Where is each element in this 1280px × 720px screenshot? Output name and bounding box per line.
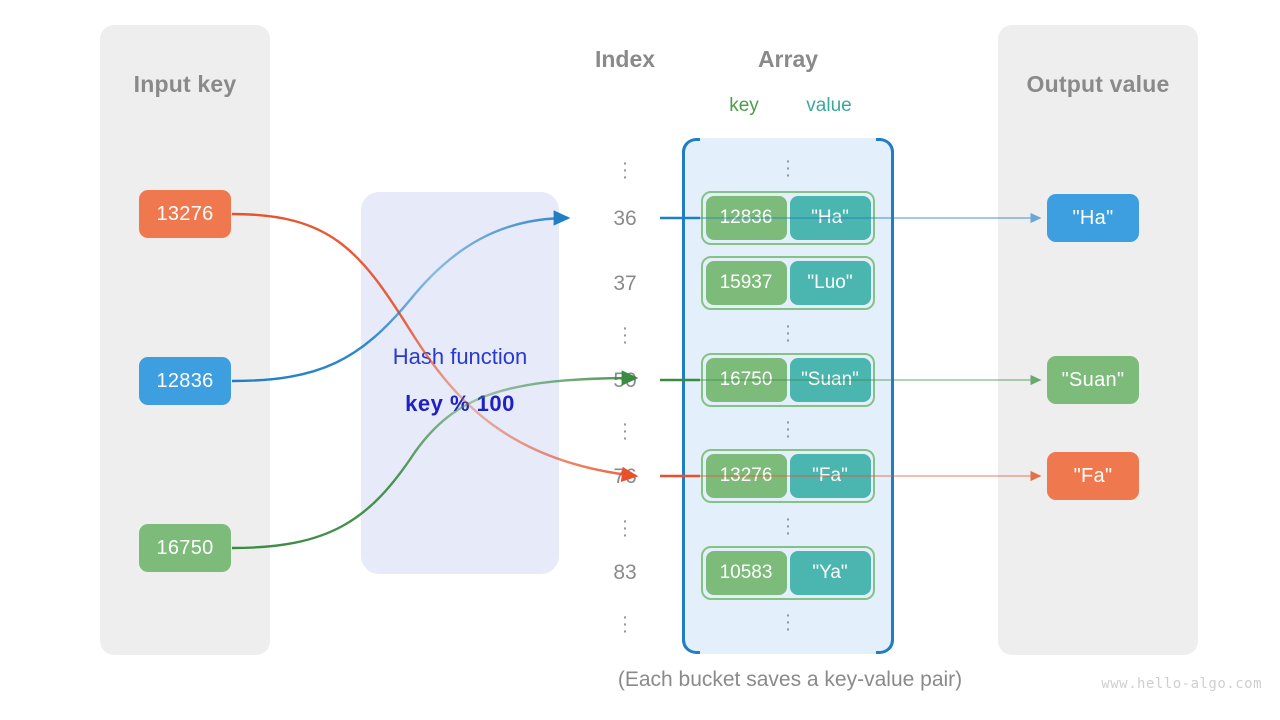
array-column-header: Array [757, 46, 819, 72]
bucket-row[interactable]: 12836 "Ha" [701, 191, 875, 245]
value-sublabel: value [806, 95, 852, 116]
bucket-key: 13276 [705, 454, 787, 498]
dot: · [784, 330, 792, 351]
dot: · [621, 428, 629, 449]
index-ellipsis-2: · · · [596, 415, 654, 449]
dot: · [621, 160, 629, 181]
dot: · [784, 523, 792, 544]
hash-function-label: Hash function [392, 344, 528, 369]
bucket-row[interactable]: 16750 "Suan" [701, 353, 875, 407]
index-label-50: 50 [613, 369, 637, 392]
dot: · [621, 621, 629, 642]
dot: · [621, 607, 629, 628]
dot: · [784, 516, 792, 537]
index-ellipsis-3: · · · [596, 512, 654, 546]
output-value-suan[interactable]: "Suan" [1047, 356, 1139, 404]
dot: · [784, 158, 792, 179]
dot: · [784, 612, 792, 633]
bucket-key: 12836 [705, 196, 787, 240]
key-sublabel: key [729, 95, 759, 116]
index-label-36: 36 [613, 207, 637, 230]
bucket-value: "Ha" [789, 196, 871, 240]
dot: · [621, 332, 629, 353]
hash-function-box [361, 192, 559, 574]
dot: · [621, 525, 629, 546]
input-key-12836[interactable]: 12836 [139, 357, 231, 405]
output-value-fa[interactable]: "Fa" [1047, 452, 1139, 500]
array-ellipsis-2: · · · [701, 412, 875, 447]
dot: · [621, 614, 629, 635]
bucket-row[interactable]: 10583 "Ya" [701, 546, 875, 600]
bucket-key: 10583 [705, 551, 787, 595]
input-key-16750[interactable]: 16750 [139, 524, 231, 572]
bucket-value: "Ya" [789, 551, 871, 595]
input-key-13276[interactable]: 13276 [139, 190, 231, 238]
dot: · [784, 426, 792, 447]
dot: · [784, 323, 792, 344]
output-value-ha[interactable]: "Ha" [1047, 194, 1139, 242]
bucket-key: 16750 [705, 358, 787, 402]
dot: · [621, 167, 629, 188]
dot: · [784, 619, 792, 640]
output-value-panel: Output value [998, 25, 1198, 655]
dot: · [784, 419, 792, 440]
bucket-value: "Luo" [789, 261, 871, 305]
array-ellipsis-1: · · · [701, 316, 875, 351]
bucket-value: "Fa" [789, 454, 871, 498]
dot: · [784, 509, 792, 530]
bucket-value: "Suan" [789, 358, 871, 402]
dot: · [621, 153, 629, 174]
output-panel-title: Output value [1026, 71, 1170, 97]
diagram-caption: (Each bucket saves a key-value pair) [617, 668, 963, 691]
index-label-37: 37 [613, 272, 637, 295]
watermark: www.hello-algo.com [1101, 676, 1262, 692]
index-label-76: 76 [613, 465, 637, 488]
array-ellipsis-3: · · · [701, 509, 875, 544]
array-ellipsis-4: · · · [701, 605, 875, 640]
index-ellipsis-0: · · · [596, 153, 654, 188]
index-label-83: 83 [613, 561, 637, 584]
bucket-row[interactable]: 15937 "Luo" [701, 256, 875, 310]
dot: · [784, 412, 792, 433]
dot: · [784, 151, 792, 172]
index-ellipsis-1: · · · [596, 319, 654, 353]
array-ellipsis-0: · · · [701, 151, 875, 186]
dot: · [784, 605, 792, 626]
dot: · [784, 316, 792, 337]
bucket-key: 15937 [705, 261, 787, 305]
index-ellipsis-4: · · · [596, 607, 654, 642]
dot: · [784, 165, 792, 186]
input-panel-title: Input key [133, 71, 237, 97]
hash-function-formula: key % 100 [405, 391, 515, 416]
index-column-header: Index [594, 46, 656, 72]
bucket-row[interactable]: 13276 "Fa" [701, 449, 875, 503]
